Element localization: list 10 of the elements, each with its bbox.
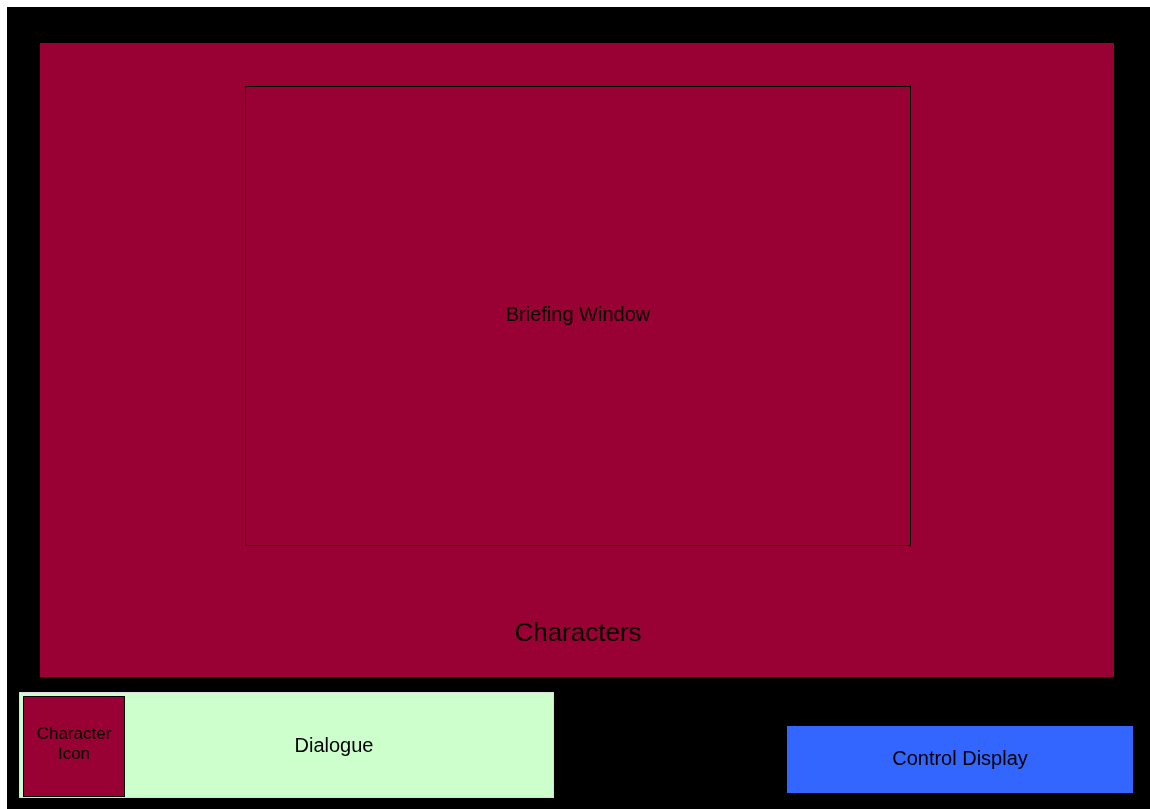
node-label: Control Display <box>891 746 1029 770</box>
control-display-panel <box>787 726 1133 793</box>
node-label: Dialogue <box>293 733 375 757</box>
character-icon-box <box>23 696 125 797</box>
briefing-window <box>245 86 911 546</box>
node-label: Briefing Window <box>504 302 652 326</box>
dialogue-panel <box>19 692 554 798</box>
characters-panel <box>39 42 1115 678</box>
node-label: Characters <box>513 617 643 649</box>
node-label: Character Icon <box>35 724 113 765</box>
